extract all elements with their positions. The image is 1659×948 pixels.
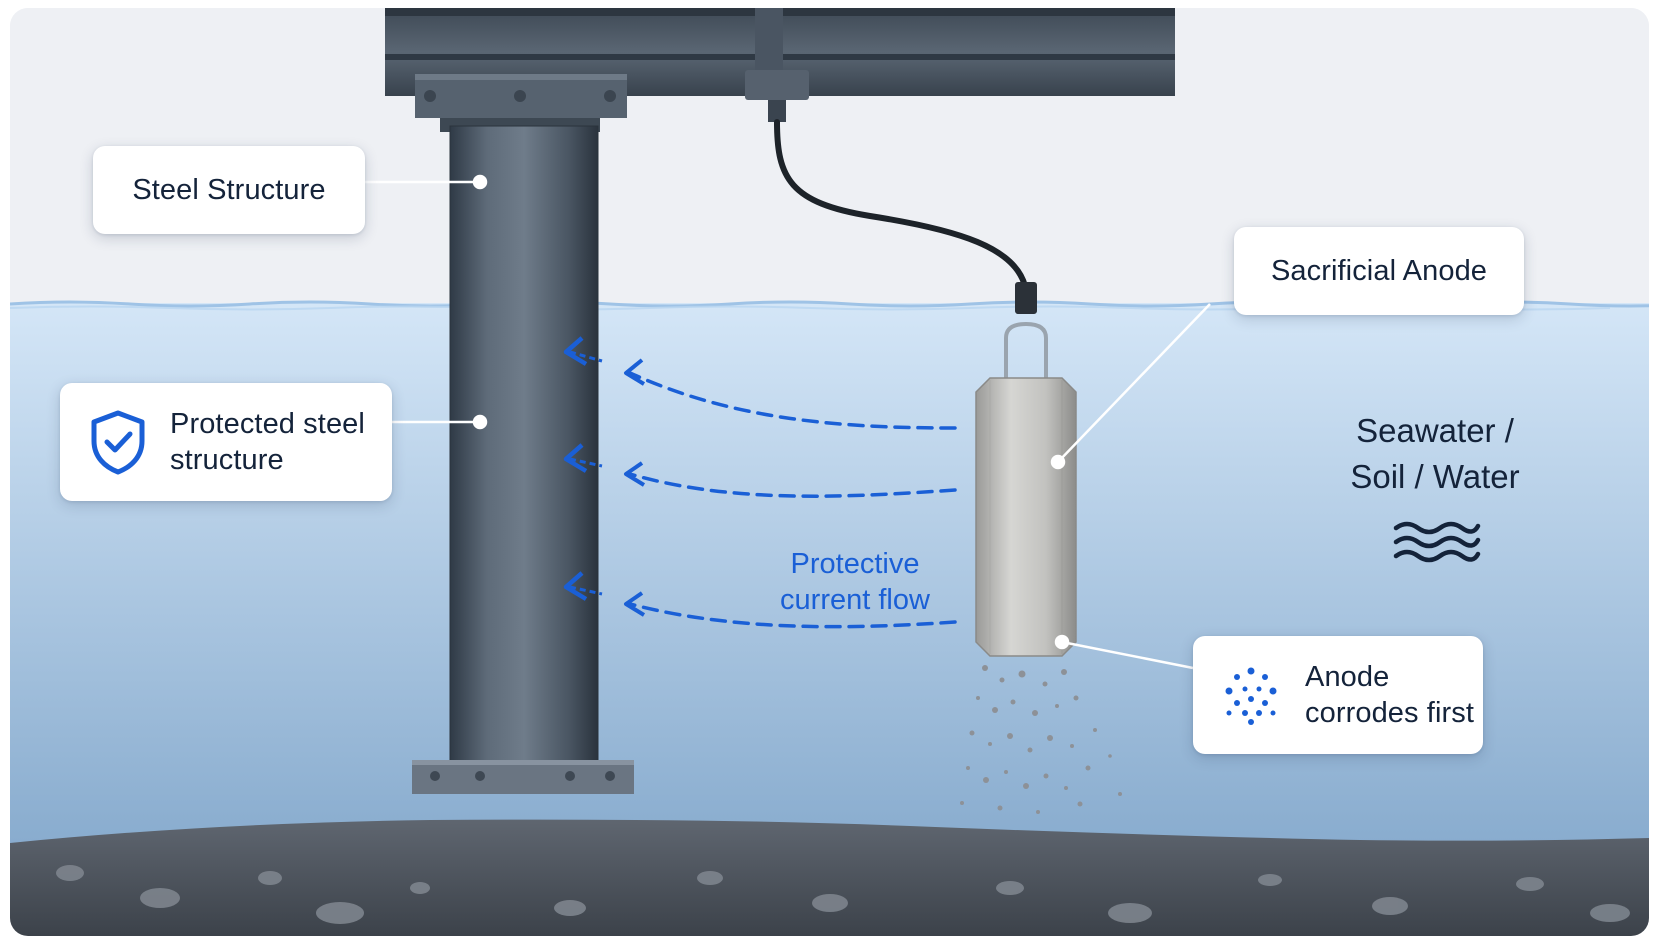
anode-block <box>976 378 1076 656</box>
steel-structure-callout: Steel Structure <box>93 146 365 234</box>
waves-icon <box>1392 518 1482 566</box>
medium-label-line2: Soil / Water <box>1330 454 1540 500</box>
anode-corrodes-callout: Anode corrodes first <box>1193 636 1483 754</box>
medium-label-line1: Seawater / <box>1330 408 1540 454</box>
protected-steel-callout: Protected steel structure <box>60 383 392 501</box>
shield-check-icon <box>88 409 148 475</box>
sacrificial-anode-callout: Sacrificial Anode <box>1234 227 1524 315</box>
anode-corrodes-label: Anode corrodes first <box>1305 659 1483 731</box>
sacrificial-anode-label: Sacrificial Anode <box>1271 253 1487 289</box>
steel-structure-label: Steel Structure <box>132 172 325 208</box>
protected-steel-label: Protected steel structure <box>170 406 390 478</box>
base-plate <box>412 760 634 794</box>
steel-pile <box>450 126 598 766</box>
medium-label: Seawater / Soil / Water <box>1330 408 1540 500</box>
current-flow-label: Protective current flow <box>745 546 965 618</box>
diagram-frame: Steel Structure Protected steel structur… <box>10 8 1649 936</box>
particles-icon <box>1223 665 1279 725</box>
cable-bracket <box>745 70 809 100</box>
